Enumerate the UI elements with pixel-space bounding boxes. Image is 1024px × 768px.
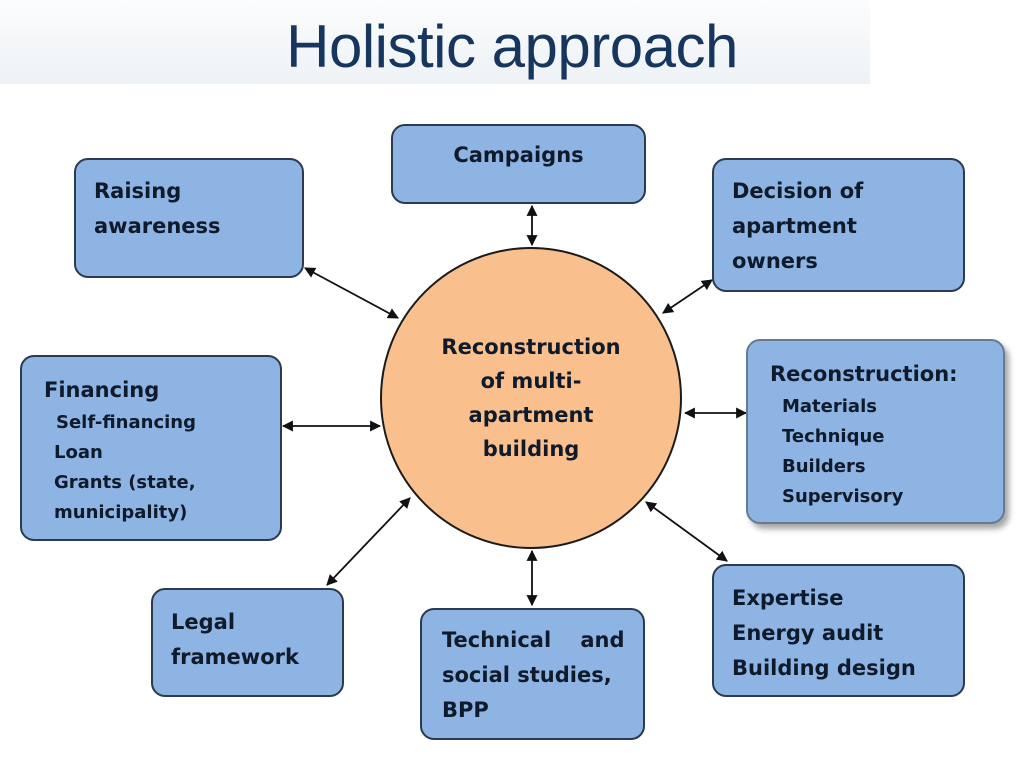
center-line: apartment — [468, 403, 594, 427]
node-line: Raising — [94, 179, 182, 203]
arrow-decision-owners — [662, 279, 713, 314]
node-expertise: Expertise Energy audit Building design — [712, 564, 965, 697]
node-line: Decision of — [732, 179, 864, 203]
arrow-raising-awareness — [304, 267, 399, 319]
center-line: building — [482, 437, 580, 461]
title-band — [0, 0, 870, 84]
arrow-legal — [326, 497, 411, 586]
node-campaigns: Campaigns — [391, 124, 646, 204]
node-reconstruction-item: Supervisory — [782, 486, 904, 507]
page-title: Holistic approach — [286, 13, 738, 80]
node-line: BPP — [442, 698, 489, 722]
node-decision-owners: Decision of apartment owners — [712, 158, 965, 292]
center-hub-text: Reconstruction of multi- apartment build… — [441, 330, 620, 466]
node-line: apartment — [732, 214, 857, 238]
node-financing-item: Grants (state, — [54, 472, 196, 493]
node-financing-item: Self-financing — [56, 412, 196, 433]
node-line: Expertise — [732, 586, 844, 610]
node-legal-framework: Legal framework — [151, 588, 344, 697]
node-campaigns-label: Campaigns — [453, 143, 584, 167]
center-hub: Reconstruction of multi- apartment build… — [380, 247, 682, 549]
arrow-expertise — [645, 501, 728, 562]
node-raising-awareness: Raising awareness — [74, 158, 304, 278]
node-financing-item: municipality) — [54, 502, 188, 523]
node-financing-heading: Financing — [44, 378, 160, 402]
node-reconstruction-heading: Reconstruction: — [770, 362, 958, 386]
node-reconstruction-item: Materials — [782, 396, 877, 417]
node-reconstruction-item: Technique — [782, 426, 885, 447]
node-line: owners — [732, 249, 818, 273]
node-line: framework — [171, 645, 299, 669]
node-line: Legal — [171, 610, 236, 634]
node-financing-item: Loan — [54, 442, 103, 463]
node-line: social studies, — [442, 663, 612, 687]
node-financing: Financing Self-financing Loan Grants (st… — [20, 355, 282, 541]
center-line: of multi- — [480, 369, 582, 393]
center-line: Reconstruction — [441, 335, 621, 359]
node-line: Technical and — [442, 628, 625, 652]
node-technical-studies: Technical and social studies, BPP — [420, 608, 645, 740]
node-reconstruction-item: Builders — [782, 456, 866, 477]
node-line: awareness — [94, 214, 221, 238]
node-line: Building design — [732, 656, 916, 680]
node-line: Energy audit — [732, 621, 884, 645]
node-reconstruction: Reconstruction: Materials Technique Buil… — [746, 339, 1005, 524]
